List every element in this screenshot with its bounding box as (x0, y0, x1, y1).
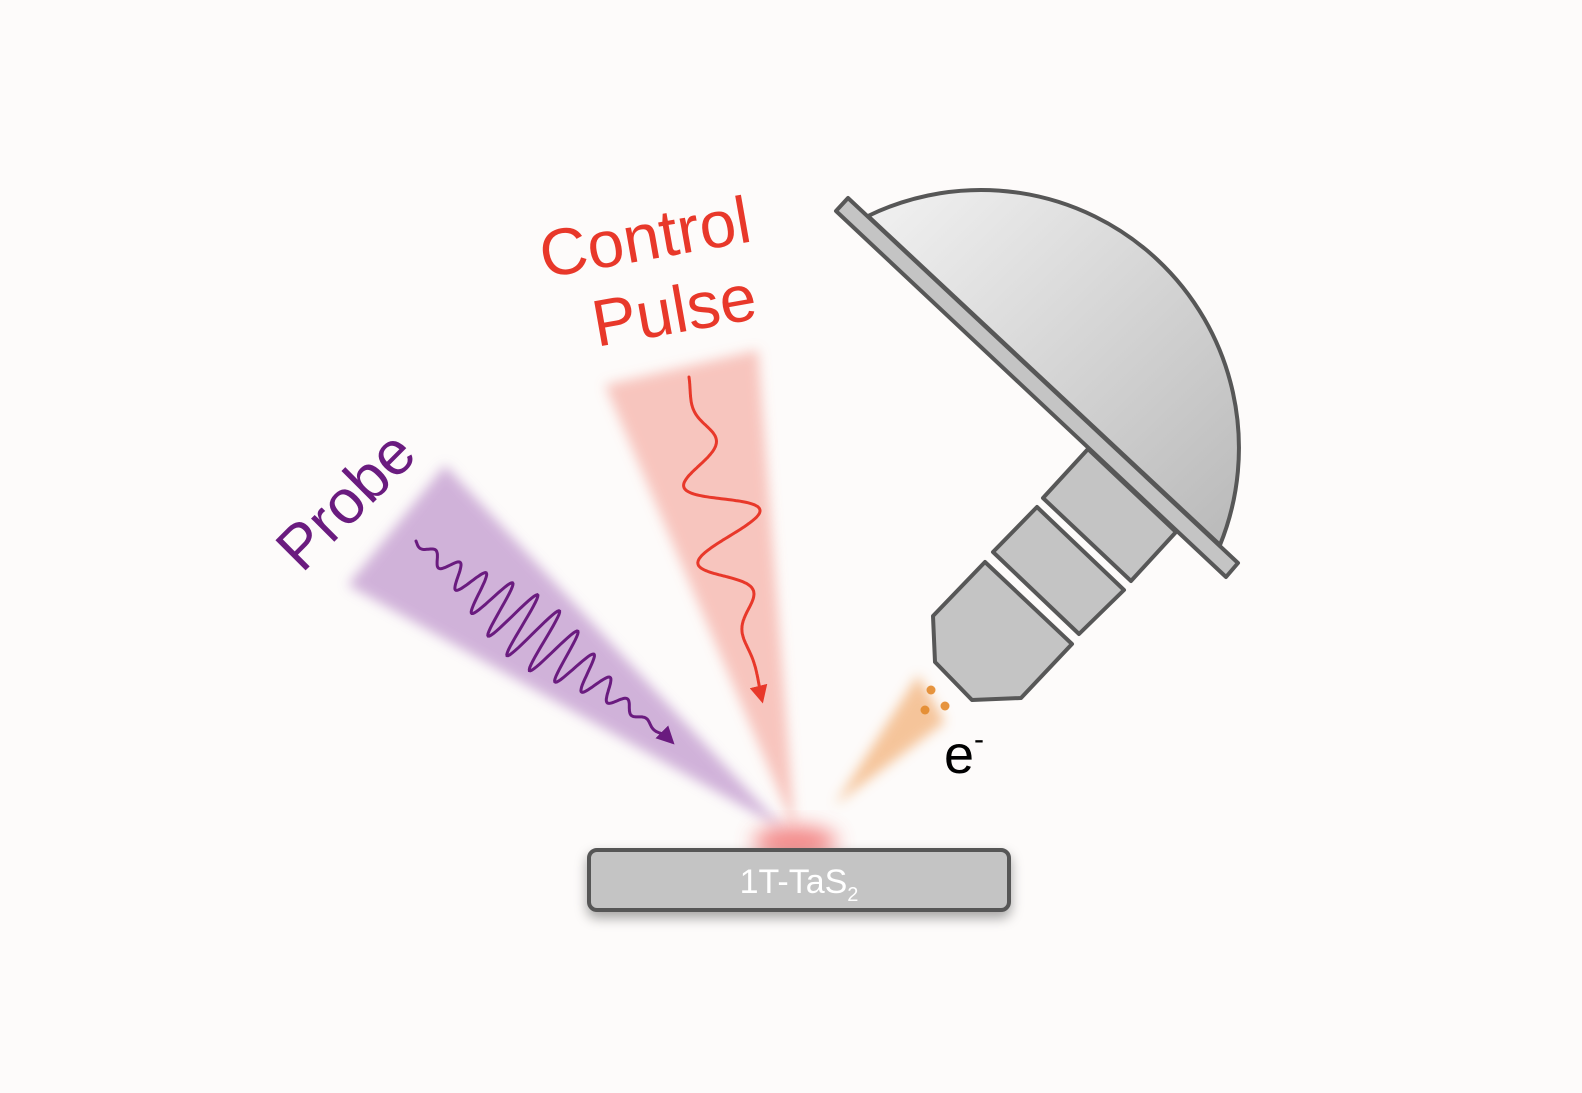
control-beam-cone (605, 350, 795, 830)
probe-wave-icon (414, 539, 675, 745)
control-pulse-label: Control Pulse (534, 182, 762, 361)
electron-beam-cone (835, 675, 945, 805)
control-wave-icon (682, 375, 768, 704)
electron-label: e- (944, 723, 984, 785)
hemispherical-electron-analyzer-icon (834, 187, 1241, 702)
sample-label: 1T-TaS2 (740, 863, 859, 906)
sample-slab-icon (587, 848, 1011, 912)
probe-beam-cone (348, 465, 785, 830)
sample: 1T-TaS2 (587, 848, 1011, 912)
photoelectron-dots (920, 685, 950, 715)
analyzer (834, 187, 1241, 702)
